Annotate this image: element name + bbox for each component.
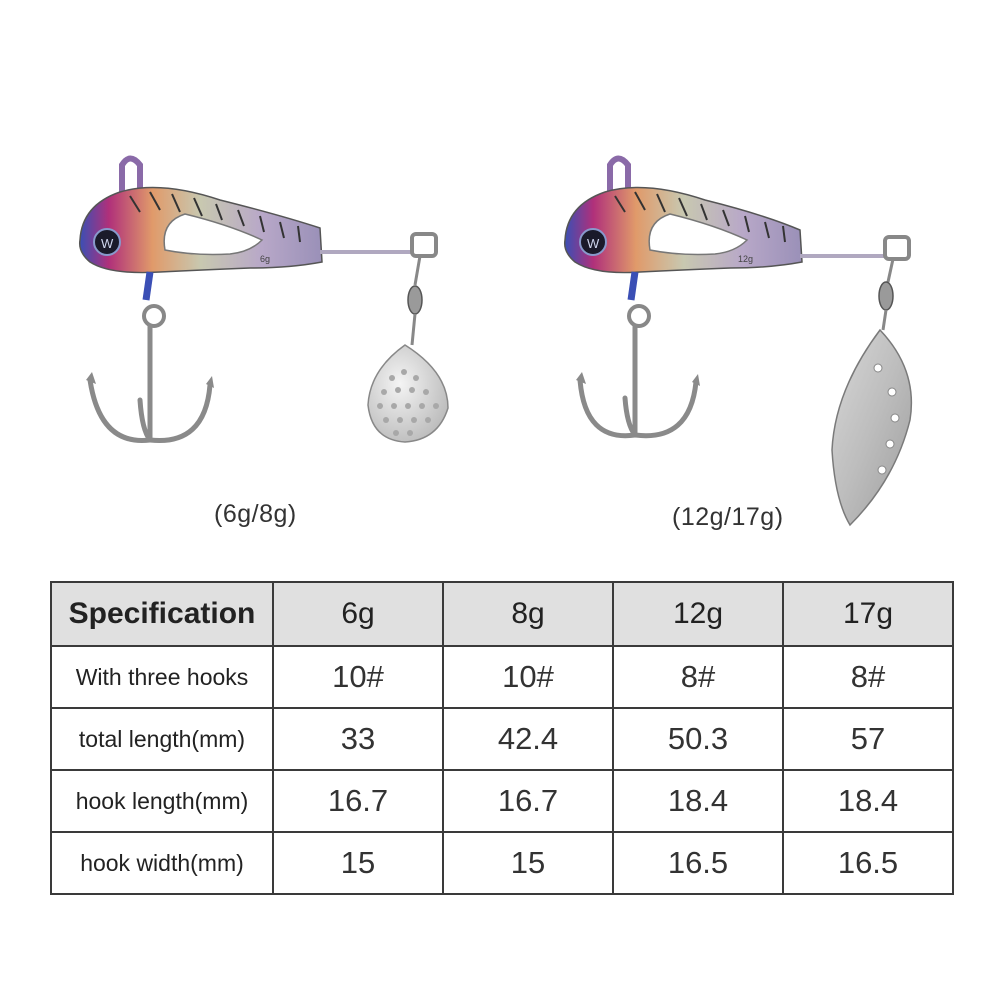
cell-value: 50.3 — [612, 707, 784, 771]
cell-value: 16.7 — [272, 769, 444, 833]
lure-eye — [579, 228, 607, 256]
cell-value: 8# — [782, 645, 954, 709]
cell-value: 10# — [272, 645, 444, 709]
caption-6g-8g: (6g/8g) — [214, 500, 297, 528]
lure-illustration-right: W 12g — [563, 155, 913, 527]
spinner-blade-willow — [831, 328, 913, 527]
header-6g: 6g — [272, 581, 444, 647]
lure-logo-text: W — [101, 236, 114, 251]
cell-value: 15 — [442, 831, 614, 895]
table-row: With three hooks 10# 10# 8# 8# — [50, 645, 954, 709]
cell-value: 18.4 — [782, 769, 954, 833]
spinner-blade-round — [367, 344, 449, 443]
lure-illustration-left: W 6g — [78, 155, 449, 444]
row-label: hook length(mm) — [50, 769, 274, 833]
table-row: hook length(mm) 16.7 16.7 18.4 18.4 — [50, 769, 954, 833]
cell-value: 16.5 — [612, 831, 784, 895]
header-8g: 8g — [442, 581, 614, 647]
header-17g: 17g — [782, 581, 954, 647]
cell-value: 16.7 — [442, 769, 614, 833]
cell-value: 8# — [612, 645, 784, 709]
header-12g: 12g — [612, 581, 784, 647]
cell-value: 18.4 — [612, 769, 784, 833]
table-row: total length(mm) 33 42.4 50.3 57 — [50, 707, 954, 771]
lure-image-12g-17g: W 12g — [500, 0, 1000, 560]
line-tie-ring — [119, 155, 143, 200]
row-label: With three hooks — [50, 645, 274, 709]
lure-logo-text: W — [587, 236, 600, 251]
treble-hook — [87, 323, 213, 444]
cell-value: 33 — [272, 707, 444, 771]
lure-weight-mark: 12g — [738, 254, 753, 264]
specification-table: Specification 6g 8g 12g 17g With three h… — [50, 581, 954, 895]
swivel — [407, 285, 423, 315]
cell-value: 15 — [272, 831, 444, 895]
lure-image-6g-8g: W 6g — [0, 0, 500, 560]
lure-eye — [93, 228, 121, 256]
treble-hook — [577, 323, 699, 439]
header-specification: Specification — [50, 581, 274, 647]
lure-weight-mark: 6g — [260, 254, 270, 264]
cell-value: 57 — [782, 707, 954, 771]
table-header-row: Specification 6g 8g 12g 17g — [50, 581, 954, 647]
row-label: total length(mm) — [50, 707, 274, 771]
line-tie-ring — [607, 155, 631, 200]
row-label: hook width(mm) — [50, 831, 274, 895]
caption-12g-17g: (12g/17g) — [672, 503, 784, 531]
cell-value: 16.5 — [782, 831, 954, 895]
cell-value: 10# — [442, 645, 614, 709]
swivel — [878, 281, 894, 311]
cell-value: 42.4 — [442, 707, 614, 771]
table-row: hook width(mm) 15 15 16.5 16.5 — [50, 831, 954, 895]
